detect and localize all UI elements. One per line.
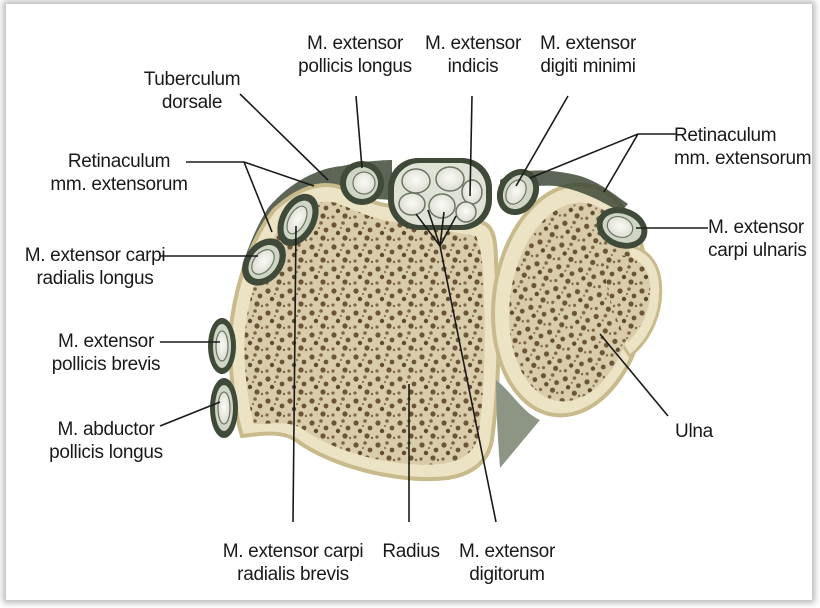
- label-tuberculum-dorsale: Tuberculum dorsale: [132, 68, 252, 114]
- label-extensor-digitorum: M. extensor digitorum: [448, 540, 566, 586]
- label-extensor-pollicis-longus: M. extensor pollicis longus: [290, 32, 420, 78]
- label-extensor-digiti-minimi: M. extensor digiti minimi: [528, 32, 648, 78]
- label-abductor-pollicis-longus: M. abductor pollicis longus: [44, 418, 168, 464]
- label-extensor-carpi-radialis-longus: M. extensor carpi radialis longus: [20, 244, 170, 290]
- label-radius: Radius: [376, 540, 446, 563]
- label-extensor-carpi-radialis-brevis: M. extensor carpi radialis brevis: [218, 540, 368, 586]
- label-extensor-indicis: M. extensor indicis: [414, 32, 532, 78]
- label-ulna: Ulna: [664, 420, 724, 443]
- label-retinaculum-left: Retinaculum mm. extensorum: [44, 150, 194, 196]
- label-retinaculum-right: Retinaculum mm. extensorum: [674, 124, 820, 170]
- label-extensor-carpi-ulnaris: M. extensor carpi ulnaris: [694, 216, 820, 262]
- label-extensor-pollicis-brevis: M. extensor pollicis brevis: [44, 330, 168, 376]
